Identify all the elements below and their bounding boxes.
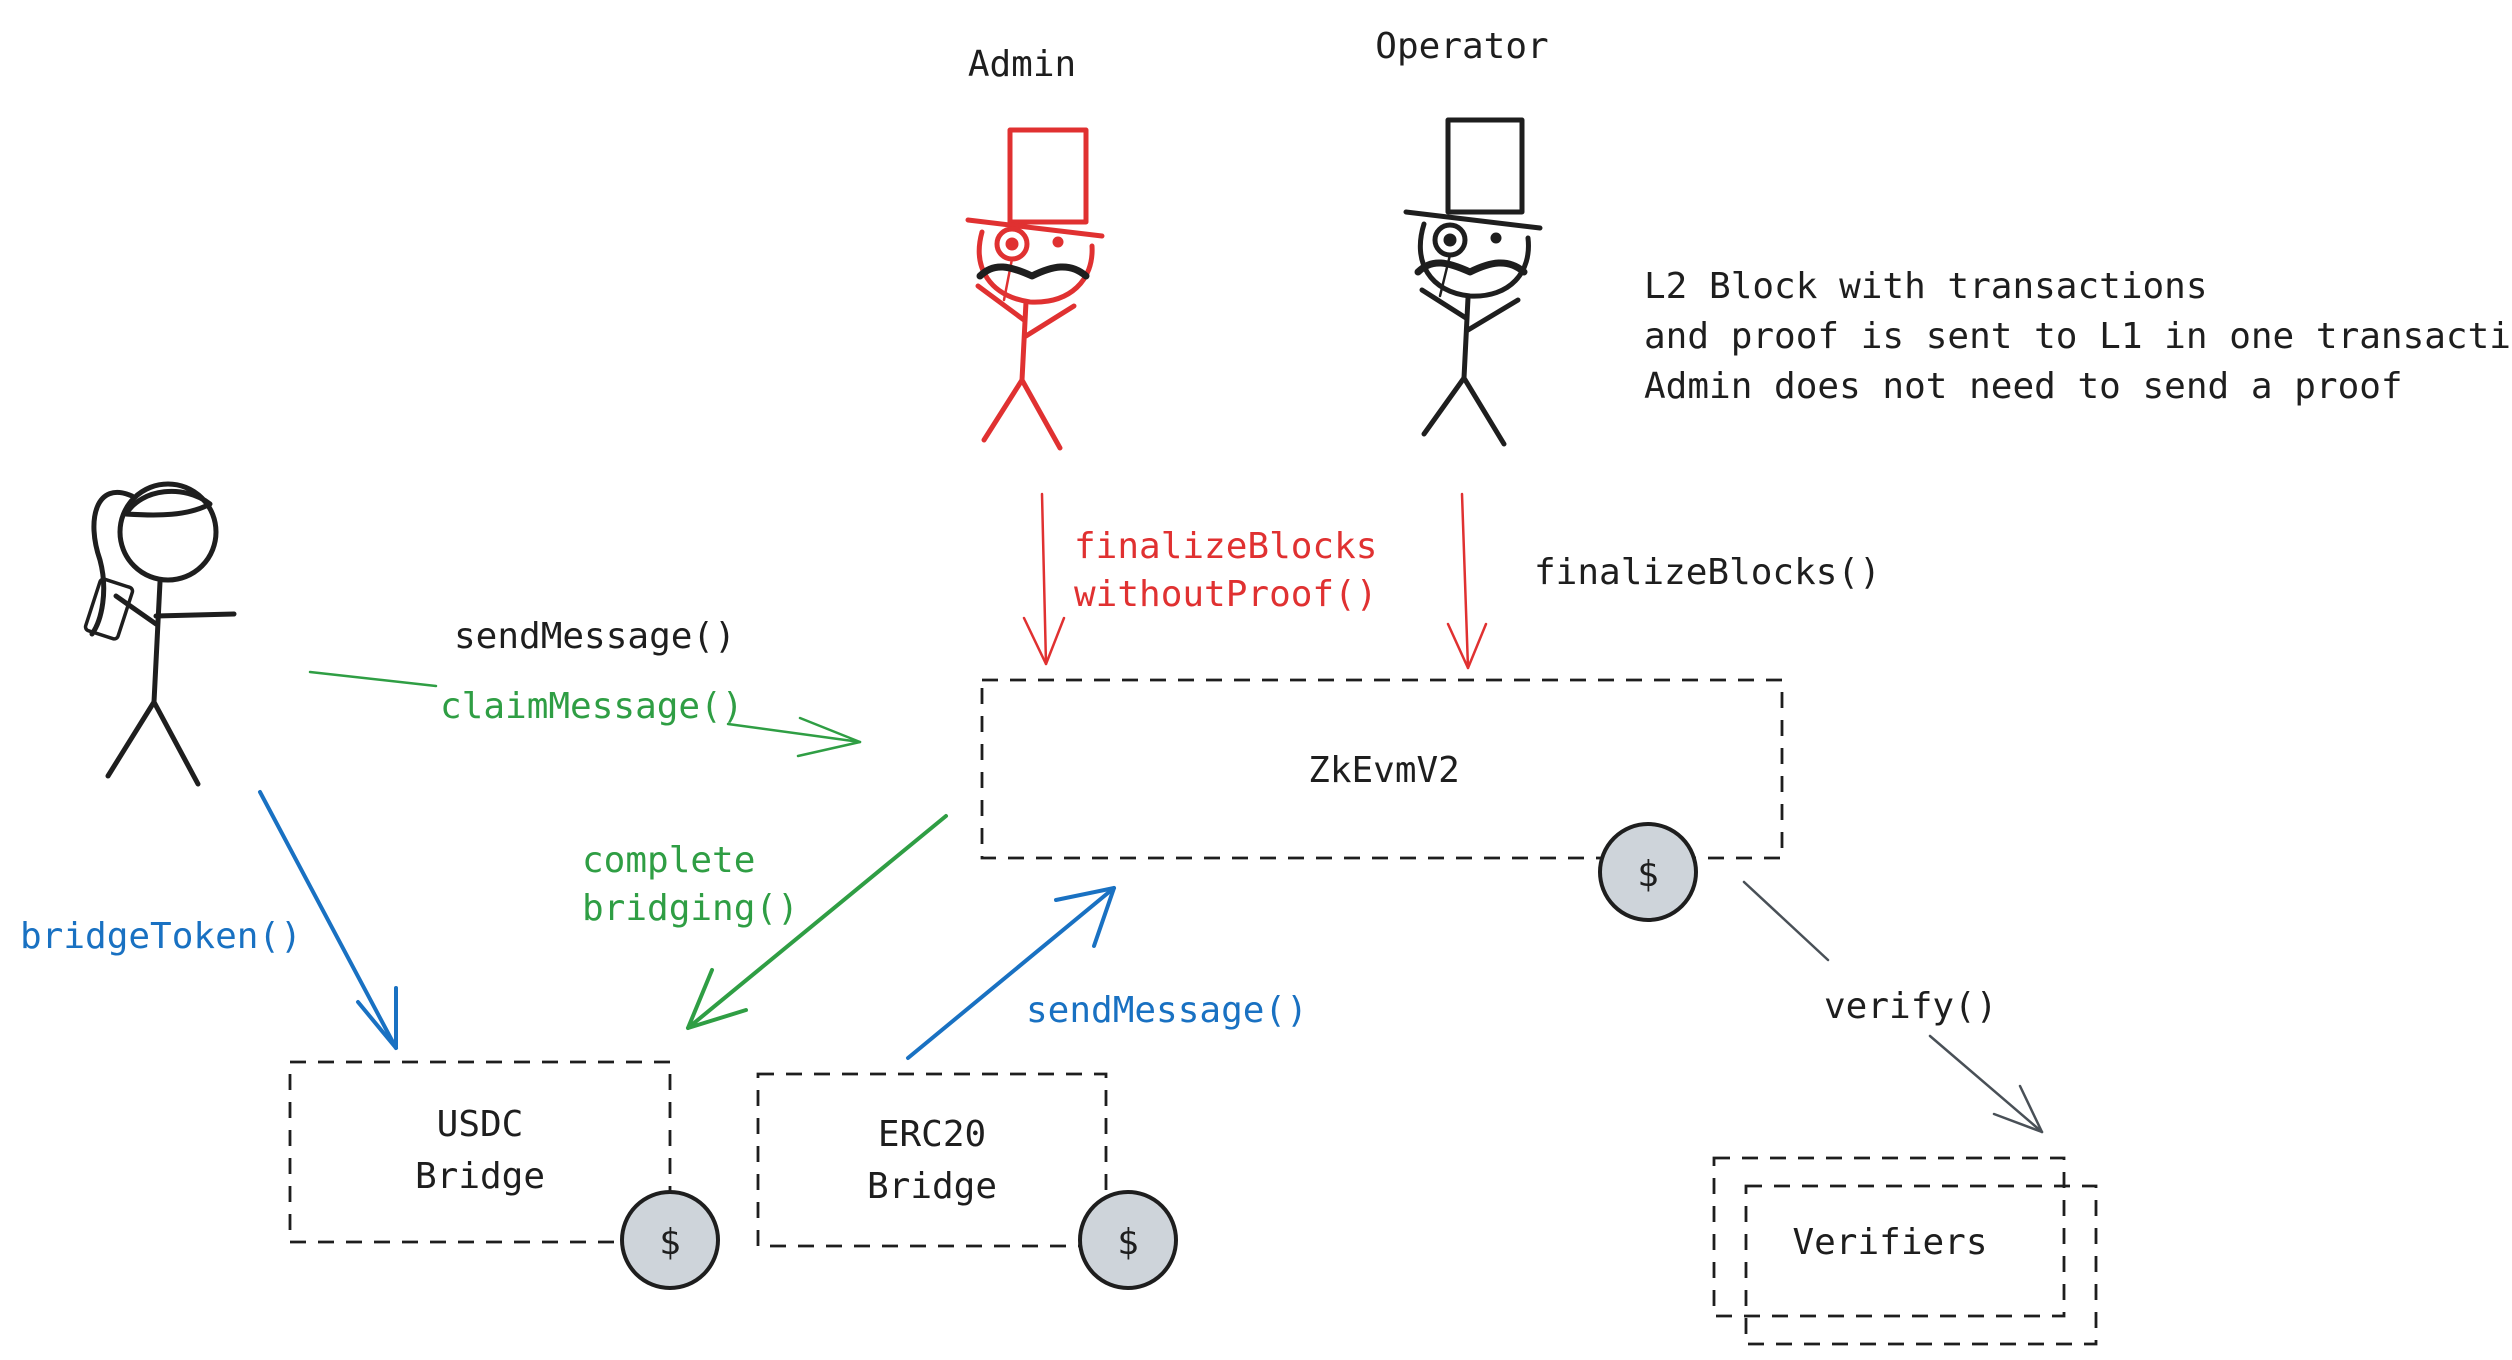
admin-left-leg bbox=[981, 377, 1025, 443]
admin-eye-right bbox=[1052, 236, 1064, 248]
operator-top-hat-crown bbox=[1445, 117, 1525, 215]
erc20-send-message-label: sendMessage() bbox=[1026, 990, 1308, 1031]
complete-bridging-label-line1: complete bbox=[582, 840, 755, 881]
admin-name: Admin bbox=[968, 44, 1076, 85]
note-line: Admin does not need to send a proof bbox=[1644, 366, 2403, 407]
operator-right-leg bbox=[1461, 375, 1507, 447]
admin-mustache-icon bbox=[976, 263, 1090, 280]
zkevm-balance-coin-icon: $ bbox=[1598, 822, 1698, 922]
operator-actor bbox=[1403, 117, 1543, 447]
user-ponytail bbox=[89, 489, 135, 637]
operator-name: Operator bbox=[1375, 26, 1548, 67]
operator-right-arm bbox=[1465, 297, 1521, 333]
operator-hat-brim bbox=[1403, 209, 1543, 231]
note-line: L2 Block with transactions bbox=[1644, 266, 2208, 307]
erc20-bridge-box bbox=[756, 1072, 1108, 1248]
admin-finalize-label-line1: finalizeBlocks bbox=[1074, 526, 1377, 567]
admin-right-leg bbox=[1019, 377, 1063, 451]
erc20-send-message-arrow bbox=[906, 886, 1116, 1060]
user-left-leg bbox=[105, 699, 157, 779]
verifiers-front-box bbox=[1744, 1184, 2098, 1346]
complete-bridging-arrow bbox=[686, 814, 948, 1030]
operator-finalize-arrow bbox=[1446, 492, 1488, 670]
user-right-arm bbox=[153, 611, 237, 619]
usdc-bridge-label-line1: USDC bbox=[437, 1104, 524, 1145]
erc20-bridge-label-line2: Bridge bbox=[867, 1166, 997, 1207]
svg-text:$: $ bbox=[1637, 854, 1659, 895]
operator-mustache-icon bbox=[1414, 259, 1528, 276]
admin-right-arm bbox=[1023, 303, 1077, 339]
operator-eye-right bbox=[1490, 232, 1502, 244]
usdc-balance-coin-icon: $ bbox=[620, 1190, 720, 1290]
user-left-arm bbox=[113, 593, 159, 627]
user-right-leg bbox=[151, 699, 201, 787]
verifiers-back-box bbox=[1712, 1156, 2066, 1318]
verifiers-label: Verifiers bbox=[1792, 1222, 1987, 1263]
user-body bbox=[151, 579, 163, 705]
operator-head bbox=[1417, 221, 1531, 299]
complete-bridging-label-line2: bridging() bbox=[582, 888, 799, 929]
operator-left-leg bbox=[1421, 375, 1467, 437]
admin-eye-dot bbox=[1005, 237, 1019, 251]
usdc-bridge-box bbox=[288, 1060, 672, 1244]
erc20-bridge-label-line1: ERC20 bbox=[878, 1114, 986, 1155]
operator-finalize-label: finalizeBlocks() bbox=[1534, 552, 1881, 593]
verify-arrow bbox=[1742, 880, 2044, 1134]
zkevm-contract-box bbox=[980, 678, 1784, 860]
admin-hat-brim bbox=[965, 217, 1105, 239]
user-claim-message-label: claimMessage() bbox=[440, 686, 743, 727]
admin-left-arm bbox=[975, 283, 1027, 323]
admin-actor bbox=[965, 127, 1105, 451]
admin-body bbox=[1019, 299, 1029, 383]
bridge-token-label: bridgeToken() bbox=[20, 916, 302, 957]
user-actor bbox=[83, 481, 237, 787]
svg-text:$: $ bbox=[659, 1222, 681, 1263]
phone-icon bbox=[83, 577, 135, 641]
user-head bbox=[117, 481, 219, 583]
user-send-message-label: sendMessage() bbox=[454, 616, 736, 657]
operator-eye-dot bbox=[1443, 233, 1457, 247]
bridge-token-arrow bbox=[258, 790, 398, 1050]
verify-label: verify() bbox=[1824, 986, 1997, 1027]
admin-finalize-arrow bbox=[1022, 492, 1066, 666]
operator-body bbox=[1461, 295, 1471, 381]
note-text: L2 Block with transactions and proof is … bbox=[1644, 266, 2512, 407]
admin-finalize-label-line2: withoutProof() bbox=[1074, 574, 1377, 615]
usdc-bridge-label-line2: Bridge bbox=[415, 1156, 545, 1197]
svg-text:$: $ bbox=[1117, 1222, 1139, 1263]
user-message-arrow bbox=[308, 670, 862, 758]
erc20-balance-coin-icon: $ bbox=[1078, 1190, 1178, 1290]
note-line: and proof is sent to L1 in one transacti… bbox=[1644, 316, 2512, 357]
user-hair-fringe bbox=[123, 488, 213, 518]
admin-top-hat-crown bbox=[1007, 127, 1089, 225]
operator-left-arm bbox=[1419, 287, 1469, 321]
zkevm-contract-label: ZkEvmV2 bbox=[1308, 750, 1460, 791]
